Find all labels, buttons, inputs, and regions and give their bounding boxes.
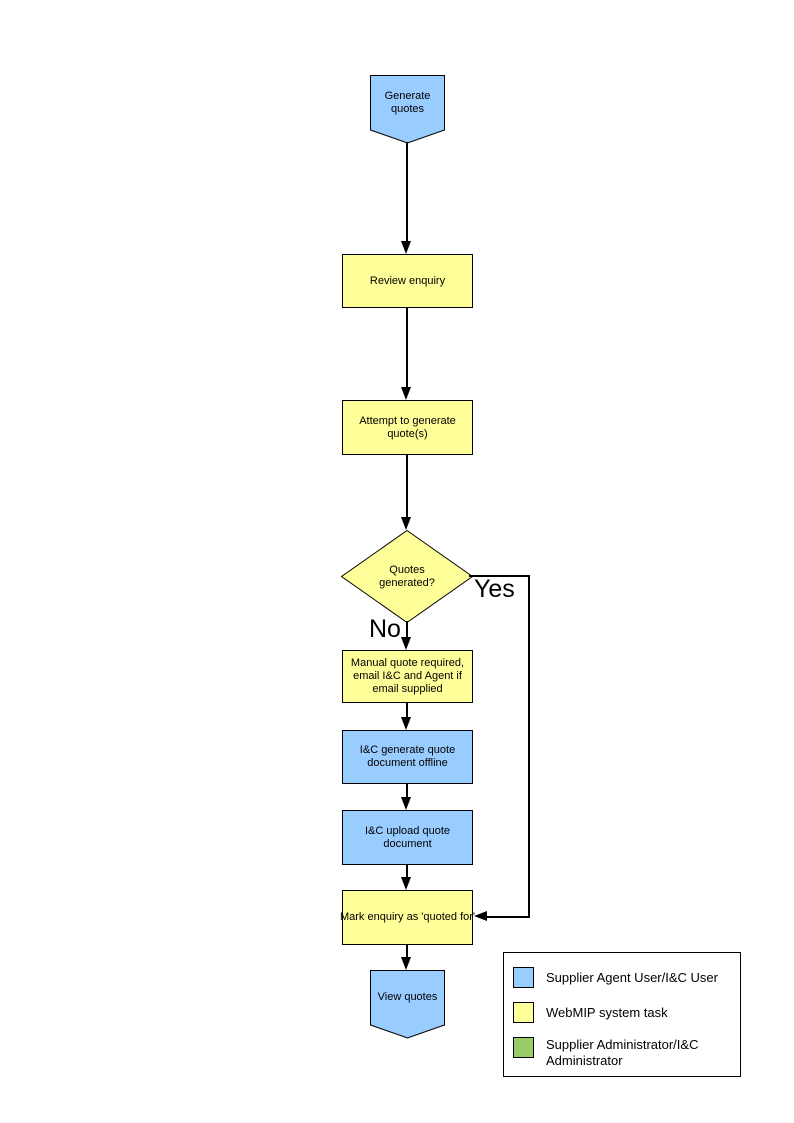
node-generate-quotes: Generate quotes bbox=[370, 75, 445, 144]
legend-color-swatch-yellow bbox=[513, 1002, 534, 1023]
terminator-pentagon-shape bbox=[370, 970, 445, 1039]
branch-label-no: No bbox=[369, 615, 401, 643]
node-label: Generate quotes bbox=[384, 89, 431, 115]
arrowhead-down-icon bbox=[401, 797, 411, 810]
legend: Supplier Agent User/I&C User WebMIP syst… bbox=[503, 952, 741, 1077]
node-review-enquiry: Review enquiry bbox=[342, 254, 473, 308]
connector-mark-end bbox=[406, 944, 408, 958]
connector-manual-offline bbox=[406, 702, 408, 718]
node-mark-quoted-for: Mark enquiry as 'quoted for' bbox=[340, 890, 475, 945]
connector-review-attempt bbox=[406, 307, 408, 388]
terminator-pentagon-shape bbox=[370, 75, 445, 144]
connector-upload-mark bbox=[406, 864, 408, 878]
arrowhead-down-icon bbox=[401, 387, 411, 400]
arrowhead-down-icon bbox=[401, 517, 411, 530]
legend-item-label: Supplier Agent User/I&C User bbox=[546, 969, 718, 985]
node-label: Quotes generated? bbox=[379, 563, 435, 589]
arrowhead-down-icon bbox=[401, 877, 411, 890]
connector-attempt-decision bbox=[406, 454, 408, 518]
branch-label-yes: Yes bbox=[474, 575, 515, 603]
connector-yes-horizontal-top bbox=[469, 575, 529, 577]
node-view-quotes: View quotes bbox=[370, 970, 445, 1039]
arrowhead-down-icon bbox=[401, 241, 411, 254]
connector-start-review bbox=[406, 142, 408, 242]
legend-item-webmip-task: WebMIP system task bbox=[513, 1002, 734, 1023]
node-ic-generate-offline: I&C generate quote document offline bbox=[342, 730, 473, 784]
legend-item-supplier-agent: Supplier Agent User/I&C User bbox=[513, 967, 734, 988]
legend-color-swatch-blue bbox=[513, 967, 534, 988]
legend-item-supplier-admin: Supplier Administrator/I&C Administrator bbox=[513, 1037, 734, 1069]
connector-yes-horizontal-bottom bbox=[487, 916, 529, 918]
node-ic-upload-document: I&C upload quote document bbox=[342, 810, 473, 865]
node-label: View quotes bbox=[377, 991, 438, 1003]
node-manual-quote-required: Manual quote required, email I&C and Age… bbox=[342, 650, 473, 703]
arrowhead-down-icon bbox=[401, 637, 411, 650]
connector-yes-vertical bbox=[528, 575, 530, 918]
node-quotes-generated-decision: Quotes generated? bbox=[341, 530, 473, 623]
legend-item-label: Supplier Administrator/I&C Administrator bbox=[546, 1037, 699, 1068]
connector-decision-manual bbox=[406, 621, 408, 638]
arrowhead-down-icon bbox=[401, 717, 411, 730]
node-attempt-generate-quotes: Attempt to generate quote(s) bbox=[342, 400, 473, 455]
legend-color-swatch-green bbox=[513, 1037, 534, 1058]
connector-offline-upload bbox=[406, 783, 408, 798]
legend-item-label: WebMIP system task bbox=[546, 1004, 668, 1020]
arrowhead-left-icon bbox=[474, 911, 487, 921]
arrowhead-down-icon bbox=[401, 957, 411, 970]
